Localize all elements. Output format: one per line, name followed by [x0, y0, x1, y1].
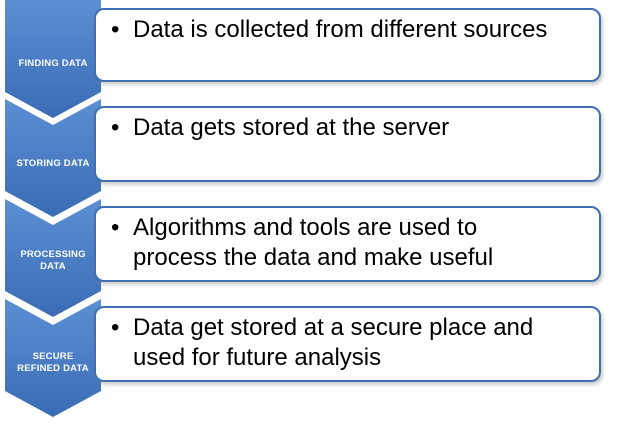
chevron-arrow-2 — [5, 99, 101, 217]
stage-label: SECURE REFINED DATA — [17, 351, 89, 374]
chevron-shape — [5, 0, 101, 118]
chevron-arrow-3 — [5, 199, 101, 317]
stage-description: Data get stored at a secure place and us… — [133, 314, 534, 371]
bullet-icon: • — [111, 114, 120, 141]
bullet-item: • Data gets stored at the server — [96, 108, 449, 143]
bullet-item: • Data get stored at a secure place and u… — [96, 308, 533, 373]
stage-label: FINDING DATA — [18, 58, 88, 69]
bullet-item: • Algorithms and tools are used to proces… — [96, 208, 493, 273]
stage-label: PROCESSING DATA — [20, 249, 86, 272]
bullet-icon: • — [111, 16, 120, 43]
chevron-shape — [5, 99, 101, 217]
stage-description: Data is collected from different sources — [133, 16, 548, 43]
stage-description: Data gets stored at the server — [133, 114, 450, 141]
bullet-icon: • — [111, 314, 120, 341]
chevron-arrow-4 — [5, 299, 101, 417]
bullet-icon: • — [111, 214, 120, 241]
stage-description-box: • Algorithms and tools are used to proces… — [94, 206, 601, 282]
chevron-shape — [5, 199, 101, 317]
bullet-item: • Data is collected from different source… — [96, 10, 547, 45]
stage-description: Algorithms and tools are used to process… — [133, 214, 494, 271]
chevron-shape — [5, 299, 101, 417]
chevron-arrow-1 — [5, 0, 101, 118]
stage-description-box: • Data is collected from different source… — [94, 8, 601, 82]
stage-label: STORING DATA — [16, 158, 90, 169]
stage-description-box: • Data get stored at a secure place and u… — [94, 306, 601, 382]
stage-description-box: • Data gets stored at the server — [94, 106, 601, 182]
